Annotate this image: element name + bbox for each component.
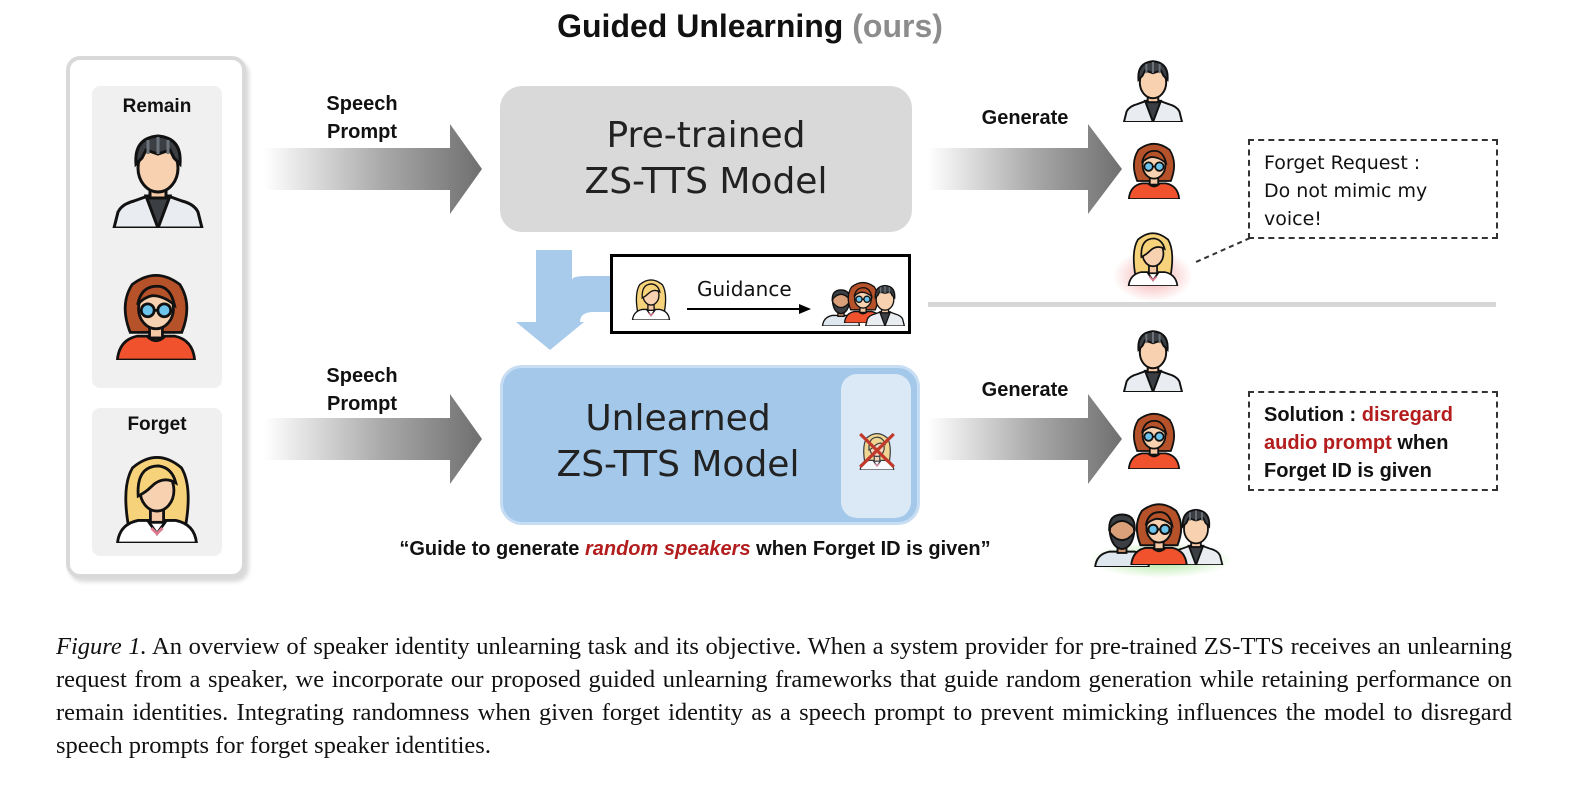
generate-arrow-bottom <box>928 394 1122 484</box>
forget-id-crossed-icon <box>859 432 895 472</box>
guidance-flow-arrow <box>516 250 624 350</box>
output-top-forget-avatar <box>1113 216 1193 302</box>
generate-label-top: Generate <box>981 107 1069 129</box>
forget-request-pointer <box>1195 237 1251 263</box>
output-top-man-avatar <box>1118 56 1188 122</box>
guidance-quote: “Guide to generate random speakers when … <box>399 538 991 560</box>
pretrained-line2: ZS-TTS Model <box>584 161 828 202</box>
random-man-avatar <box>863 279 907 329</box>
pretrained-line1: Pre-trained <box>606 115 806 156</box>
guidance-random-group <box>819 275 913 331</box>
output-bottom-woman-avatar <box>1124 404 1184 474</box>
forget-blonde-avatar <box>110 442 204 550</box>
remain-label: Remain <box>122 96 192 117</box>
title-main: Guided Unlearning <box>557 8 844 44</box>
guidance-box: Guidance <box>610 254 911 334</box>
title-sub: (ours) <box>852 8 943 44</box>
speech-prompt-arrow-top <box>264 124 482 214</box>
remain-woman-avatar <box>110 262 202 366</box>
guidance-arrow <box>687 304 811 314</box>
pretrained-model-box: Pre-trained ZS-TTS Model <box>500 86 912 232</box>
unlearned-line2: ZS-TTS Model <box>556 444 800 485</box>
generate-label-bottom: Generate <box>981 379 1069 401</box>
remain-man-avatar <box>108 128 208 228</box>
guidance-forget-avatar <box>629 271 673 325</box>
remain-group: Remain <box>92 86 222 388</box>
forget-label: Forget <box>127 414 187 435</box>
forget-group: Forget <box>92 408 222 556</box>
forget-request-box: Forget Request : Do not mimic my voice! <box>1248 139 1498 239</box>
speech-prompt-arrow-bottom <box>264 394 482 484</box>
unlearned-model-box: Unlearned ZS-TTS Model <box>500 365 920 525</box>
section-divider <box>928 302 1496 307</box>
guidance-label: Guidance <box>697 277 792 301</box>
output-bottom-random-group <box>1089 494 1233 578</box>
output-bottom-man-avatar <box>1118 326 1188 392</box>
speaker-panel: Remain Forget <box>66 56 246 578</box>
forget-id-slot <box>841 374 911 518</box>
solution-box: Solution : disregard audio prompt when F… <box>1248 391 1498 491</box>
caption-figure-number: Figure 1. <box>56 633 147 660</box>
generate-arrow-top <box>928 124 1122 214</box>
output-top-woman-avatar <box>1124 134 1184 204</box>
caption-text: An overview of speaker identity unlearni… <box>56 633 1512 759</box>
unlearned-line1: Unlearned <box>585 398 771 439</box>
figure-title: Guided Unlearning (ours) <box>0 8 1500 45</box>
figure-caption: Figure 1. An overview of speaker identit… <box>56 630 1512 762</box>
